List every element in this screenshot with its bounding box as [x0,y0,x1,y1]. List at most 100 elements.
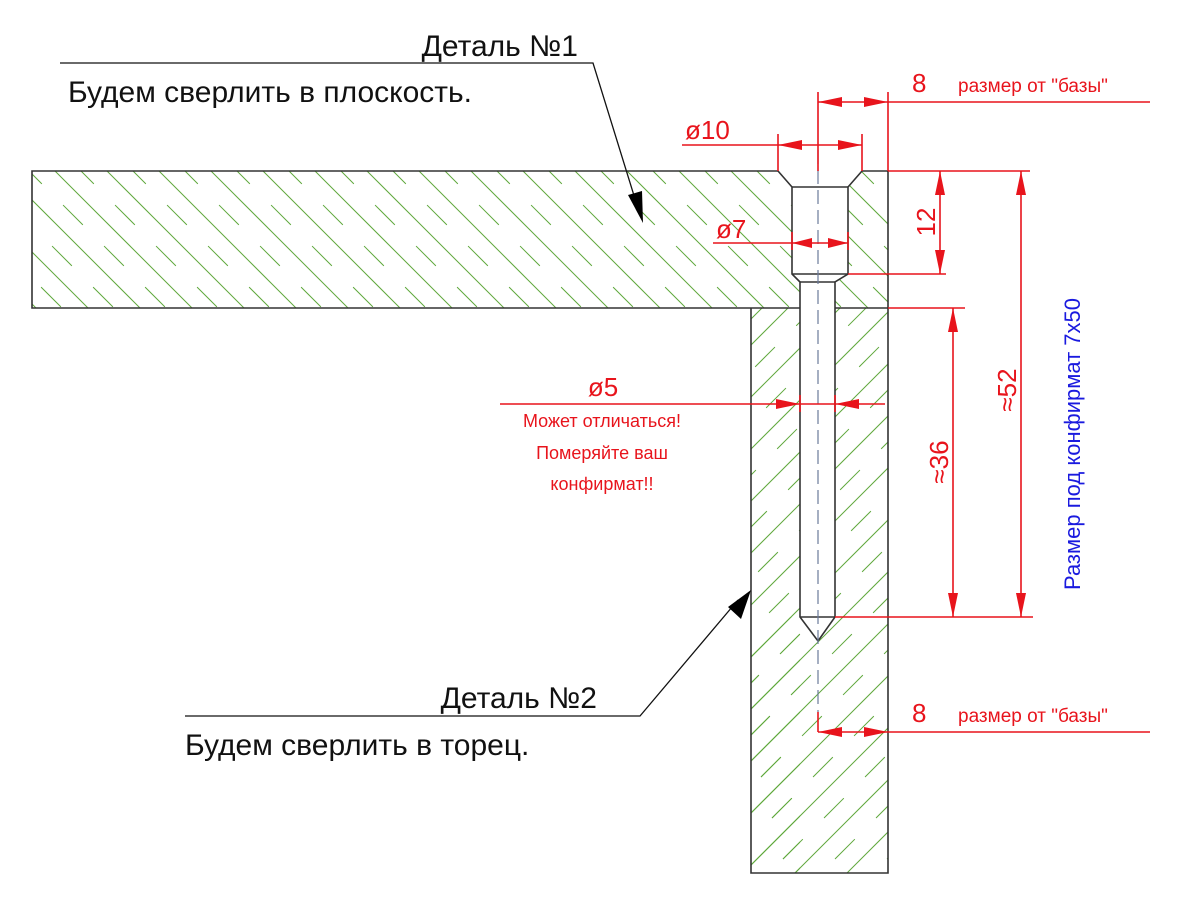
hatch-line [0,0,498,900]
hatch-line [1080,0,1200,900]
hatch-line [0,0,186,900]
arrow-head [1016,171,1026,195]
hatch-line [32,171,213,308]
arrow-head [818,97,842,107]
hatch-line [32,171,421,308]
hatch-line [32,171,161,308]
hatch-line [751,321,800,372]
hatch-line [1002,0,1200,900]
arrow-head [818,727,842,737]
hatch-line [1028,0,1200,900]
hatch-line [1158,0,1200,900]
arrow-head [776,399,800,409]
hatch-line [751,308,888,873]
hatch-line [751,308,888,873]
hatch-line [0,0,30,900]
hatch-line [751,308,888,873]
hatch-line [715,171,800,308]
part2-leader-arrow-icon [728,590,751,619]
hatch-line [0,0,576,900]
arrow-head [948,593,958,617]
hatch-line [1028,0,1200,900]
hatch-line [976,0,1200,900]
hatch-line [0,0,316,900]
hatch-line [0,0,368,900]
hatch-line [793,171,800,308]
hatch-line [0,0,394,900]
hatch-line [40,0,940,900]
hatch-line [0,0,160,900]
hatch-line [66,0,966,900]
hatch-line [751,308,888,873]
hatch-line [0,0,316,900]
part1-subtitle: Будем сверлить в плоскость. [68,76,472,109]
hatch-line [0,0,862,900]
hatch-line [0,0,368,900]
hatch-line [0,0,290,900]
hatch-line [0,0,238,900]
hatch-line [0,0,186,900]
hatch-line [0,0,576,900]
hatch-line [1132,0,1200,900]
part2-outline [750,308,889,874]
top-offset-value: 8 [912,68,926,98]
bottom-offset-note: размер от "базы" [958,706,1108,727]
hatch-line [0,0,628,900]
hatch-line [0,0,498,900]
hatch-line [32,171,291,308]
hatch-line [0,0,342,900]
part1-callout: Деталь №1 Будем сверлить в плоскость. [60,30,643,223]
part1-board [31,170,889,309]
hatch-line [0,0,420,900]
hatch-line [751,815,800,866]
total-depth-label: ≈52 [992,368,1022,411]
hatch-line [845,308,888,873]
hatch-line [0,0,238,900]
part1-outline-right [835,170,889,309]
hatch-line [0,0,290,900]
hatch-line [835,171,888,308]
bore-depth-label: 12 [911,208,941,237]
hatch-line [32,171,525,308]
hatch-line [0,0,342,900]
hatch-line [794,867,800,873]
hatch-line [1184,0,1200,900]
hatch-line [0,0,368,900]
hatch-line [0,0,524,900]
hatch-line [751,308,888,873]
hatch-line [32,171,629,308]
hatch-line [0,0,4,900]
arrow-head [935,250,945,274]
hatch-line [0,0,290,900]
hatch-line [751,308,888,873]
warning-note: Может отличаться! Померяйте ваш конфирма… [523,411,681,494]
part1-title: Деталь №1 [422,30,578,63]
hatch-line [32,171,603,308]
hatch-line [0,0,316,900]
hatch-line [0,0,498,900]
hatch-line [1080,0,1200,900]
bore-diameter-dimension: ø7 [713,214,849,250]
hatch-line [1158,0,1200,900]
hatch-line [0,0,420,900]
hatch-line [0,0,108,900]
bore-depth-dimension: 12 [848,170,1030,275]
hatch-line [0,0,134,900]
hatch-line [835,171,888,308]
hatch-line [835,171,888,308]
hatch-line [835,171,888,308]
hatch-line [976,0,1200,900]
hatch-line [751,308,888,873]
hatch-line [1184,0,1200,900]
hatch-line [1080,0,1200,900]
hatch-line [872,0,1200,900]
hatch-line [585,171,800,308]
hatch-line [872,0,1200,900]
arrow-head [792,238,812,248]
arrow-head [935,171,945,195]
hatch-line [0,0,446,900]
part2-title: Деталь №2 [441,682,597,715]
hatch-line [845,171,888,308]
hatch-line [0,0,30,900]
hatch-line [32,171,800,308]
